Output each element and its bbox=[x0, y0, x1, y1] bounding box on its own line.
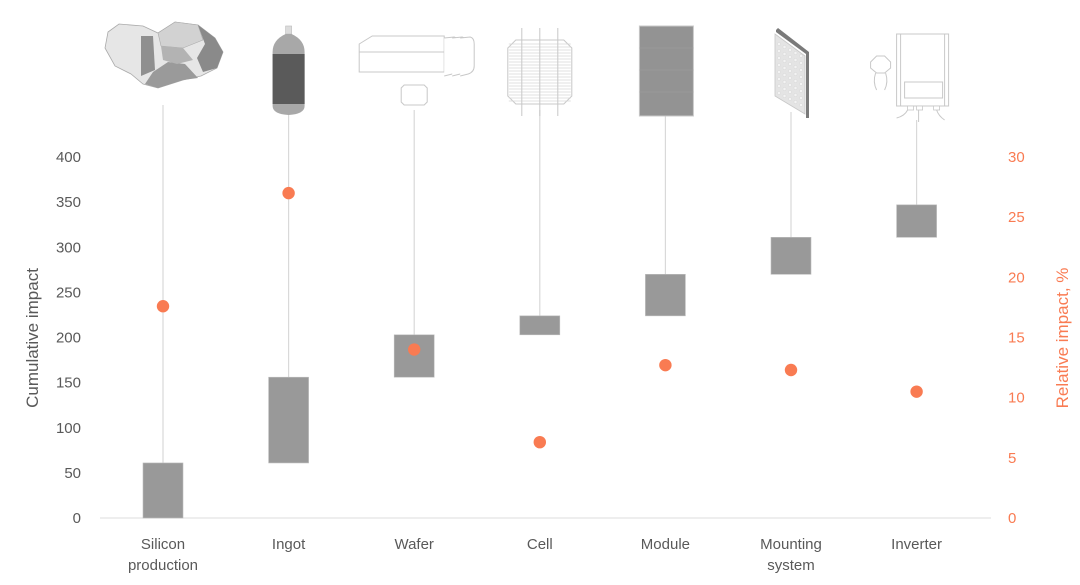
ingot-icon bbox=[272, 25, 305, 115]
silicon-chunks-icon bbox=[104, 21, 224, 89]
category-label: Inverter bbox=[891, 536, 942, 553]
right-tick-label: 5 bbox=[1008, 450, 1016, 467]
category-label: production bbox=[128, 557, 198, 574]
right-tick-label: 0 bbox=[1008, 510, 1016, 527]
category-label: Module bbox=[641, 536, 690, 553]
solar-cell-icon bbox=[507, 28, 573, 116]
left-tick-label: 200 bbox=[56, 330, 81, 347]
solar-module-icon bbox=[638, 25, 694, 117]
dots-layer bbox=[156, 186, 923, 449]
left-tick-label: 400 bbox=[56, 149, 81, 166]
right-tick-label: 25 bbox=[1008, 209, 1025, 226]
cumulative-bar bbox=[393, 334, 435, 378]
category-label: Wafer bbox=[394, 536, 433, 553]
right-tick-label: 10 bbox=[1008, 390, 1025, 407]
cumulative-bar bbox=[268, 376, 309, 464]
left-axis-ticks: 0 50 100 150 200 250 300 350 400 bbox=[56, 149, 81, 527]
relative-impact-point bbox=[784, 363, 798, 377]
right-axis-title: Relative impact, % bbox=[1053, 268, 1072, 409]
left-tick-label: 150 bbox=[56, 375, 81, 392]
left-tick-label: 100 bbox=[56, 420, 81, 437]
relative-impact-point bbox=[533, 435, 546, 449]
category-label: Cell bbox=[527, 536, 553, 553]
category-label: Ingot bbox=[272, 536, 306, 553]
category-label: Silicon bbox=[141, 536, 185, 553]
relative-impact-point bbox=[910, 385, 923, 398]
category-label: system bbox=[767, 557, 815, 574]
stems-layer bbox=[162, 105, 918, 463]
cumulative-bar bbox=[519, 315, 561, 336]
left-axis-title: Cumulative impact bbox=[23, 268, 42, 408]
category-label: Mounting bbox=[760, 536, 822, 553]
category-labels: Silicon production Ingot Wafer Cell Module Mou… bbox=[128, 536, 942, 574]
left-tick-label: 0 bbox=[73, 510, 81, 527]
right-tick-label: 20 bbox=[1008, 269, 1025, 286]
icons-layer bbox=[104, 21, 950, 122]
cumulative-bar bbox=[896, 204, 937, 238]
right-tick-label: 15 bbox=[1008, 330, 1025, 347]
right-tick-label: 30 bbox=[1008, 149, 1025, 166]
wafer-icon bbox=[358, 35, 475, 106]
left-tick-label: 350 bbox=[56, 194, 81, 211]
relative-impact-point bbox=[659, 358, 672, 372]
inverter-icon bbox=[870, 33, 950, 122]
relative-impact-point bbox=[156, 300, 170, 313]
cumulative-bar bbox=[770, 237, 812, 275]
relative-impact-point bbox=[408, 343, 421, 356]
bars-layer bbox=[142, 204, 937, 519]
cumulative-bar bbox=[645, 274, 686, 317]
relative-impact-point bbox=[282, 186, 295, 200]
left-tick-label: 250 bbox=[56, 284, 81, 301]
right-axis-ticks: 0 5 10 15 20 25 30 bbox=[1008, 149, 1025, 527]
cumulative-bar bbox=[142, 462, 184, 519]
left-tick-label: 300 bbox=[56, 239, 81, 256]
left-tick-label: 50 bbox=[64, 465, 81, 482]
mounting-system-icon bbox=[774, 28, 809, 118]
